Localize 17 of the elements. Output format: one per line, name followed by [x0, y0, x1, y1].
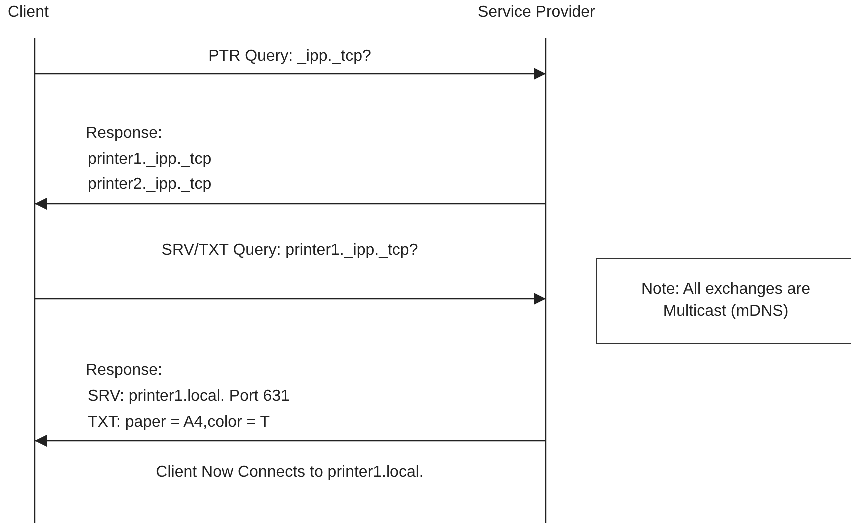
message-label: PTR Query: _ipp._tcp? — [208, 48, 372, 66]
message-label: Response: — [86, 362, 162, 380]
message-text: Client Now Connects to printer1.local. — [156, 464, 424, 482]
message-arrow — [35, 68, 546, 80]
note-text: Note: All exchanges are Multicast (mDNS) — [640, 280, 812, 322]
message-label: SRV/TXT Query: printer1._ipp._tcp? — [162, 242, 418, 260]
message-text: SRV: printer1.local. Port 631 — [88, 388, 290, 406]
message-text: printer2._ipp._tcp — [88, 176, 212, 194]
message-label: Response: — [86, 125, 162, 143]
participant-name: Service Provider — [478, 4, 596, 22]
note-box — [596, 258, 851, 344]
message-arrow — [35, 293, 546, 305]
message-text: TXT: paper = A4,color = T — [88, 414, 270, 432]
message-arrow — [35, 435, 546, 447]
message-text: printer1._ipp._tcp — [88, 151, 212, 169]
participant-name: Client — [8, 4, 49, 22]
message-arrow — [35, 198, 546, 210]
